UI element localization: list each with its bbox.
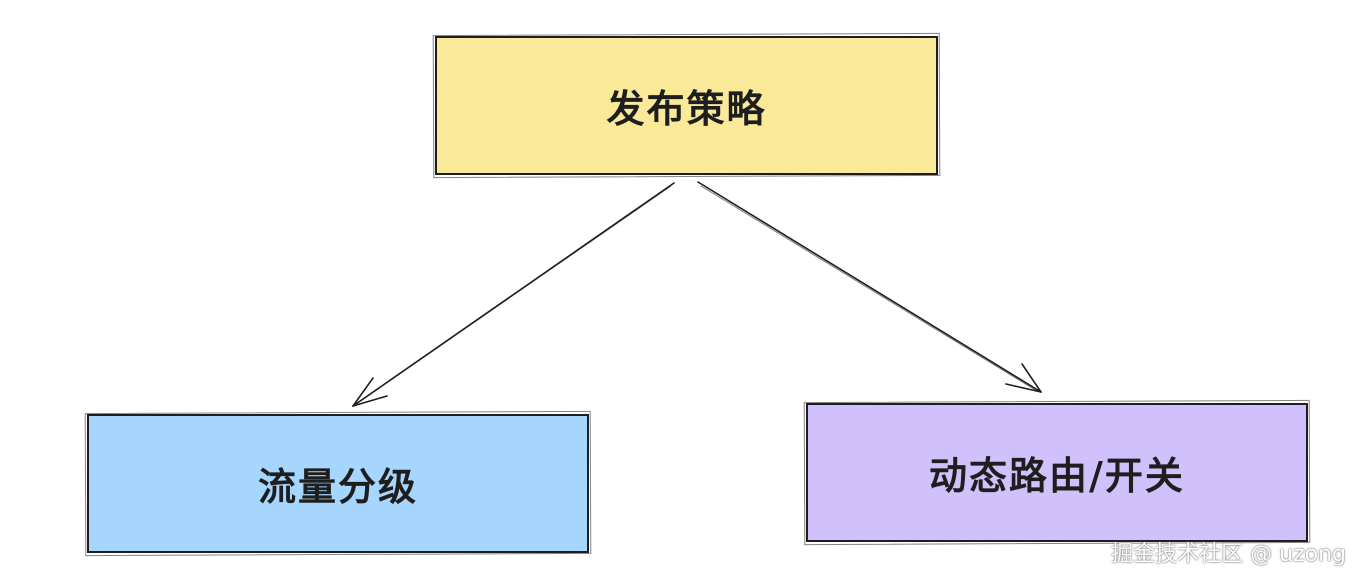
- watermark-text: 掘金技术社区 @ uzong: [1111, 542, 1346, 567]
- node-label: 动态路由/开关: [929, 454, 1185, 498]
- node-traffic-grading: 流量分级: [84, 410, 592, 557]
- node-dynamic-routing-switch: 动态路由/开关: [803, 399, 1311, 546]
- arrow-top-to-right: [697, 181, 1042, 393]
- arrow-top-to-left: [352, 182, 675, 407]
- node-label: 流量分级: [257, 465, 418, 509]
- node-label: 发布策略: [606, 87, 767, 131]
- node-release-strategy: 发布策略: [432, 32, 941, 179]
